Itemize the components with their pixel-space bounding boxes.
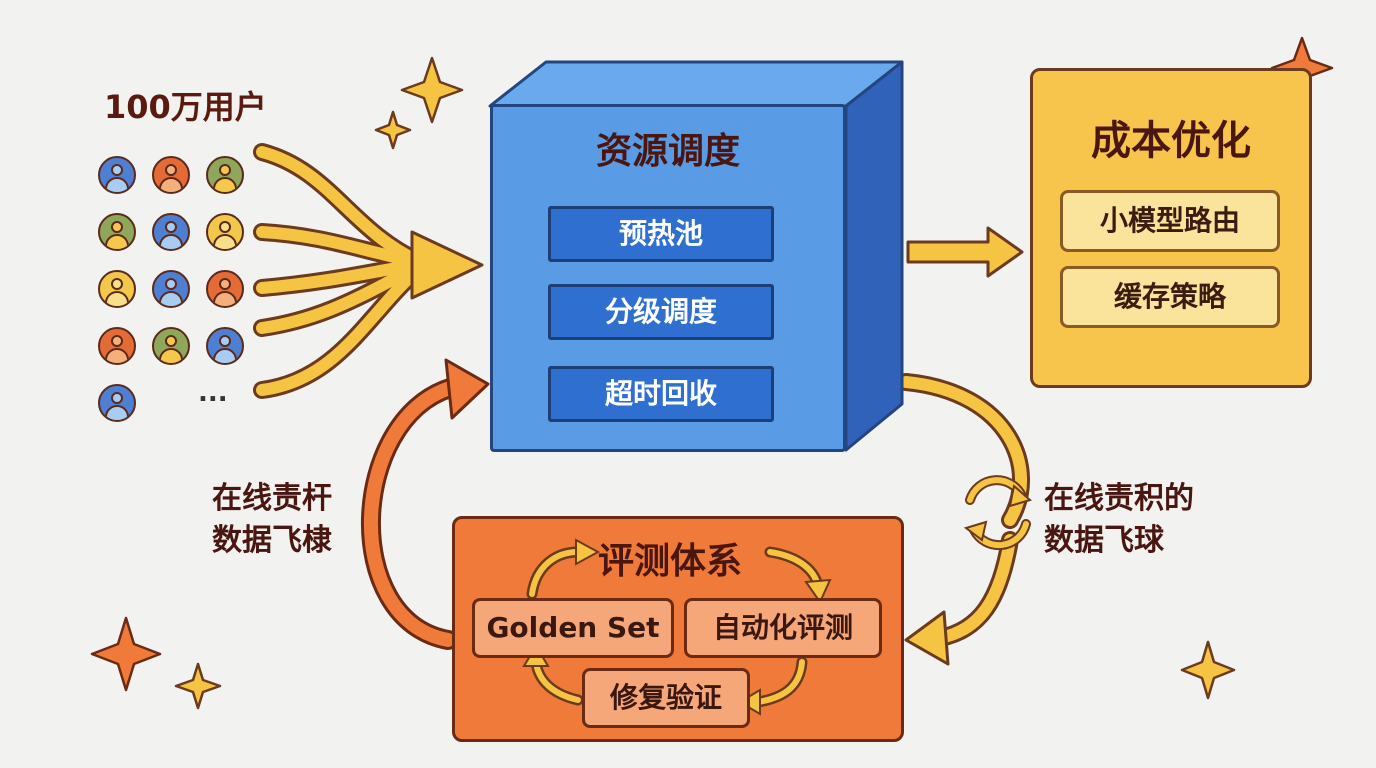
small-model-routing-item: 小模型路由 bbox=[1060, 190, 1280, 252]
user-avatar-icon bbox=[98, 384, 136, 422]
sparkle-icon bbox=[374, 110, 412, 150]
resource-to-cost-arrow bbox=[906, 226, 1024, 278]
user-avatar-icon bbox=[152, 327, 190, 365]
arrowhead-icon bbox=[904, 610, 950, 666]
arrowhead-icon bbox=[575, 538, 601, 566]
user-avatar-icon bbox=[206, 270, 244, 308]
arrowhead-icon bbox=[410, 230, 484, 300]
user-avatar-icon bbox=[152, 270, 190, 308]
user-avatar-icon bbox=[98, 327, 136, 365]
user-avatar-icon bbox=[152, 156, 190, 194]
timeout-reclaim-slab: 超时回收 bbox=[548, 366, 774, 422]
cube-top-face bbox=[488, 60, 904, 108]
right-loop-label: 在线责积的 数据飞球 bbox=[1044, 478, 1194, 562]
cost-title: 成本优化 bbox=[1091, 118, 1251, 164]
eval-to-resource-arrow bbox=[360, 378, 460, 650]
prewarm-pool-slab: 预热池 bbox=[548, 206, 774, 262]
tiered-scheduling-slab: 分级调度 bbox=[548, 284, 774, 340]
evaluation-title: 评测体系 bbox=[597, 541, 742, 582]
cache-strategy-item: 缓存策略 bbox=[1060, 266, 1280, 328]
sparkle-icon bbox=[174, 662, 222, 710]
arrowhead-icon bbox=[804, 578, 832, 605]
cube-side-face bbox=[844, 60, 904, 452]
left-loop-label: 在线责杆 数据飞棣 bbox=[212, 478, 332, 562]
users-title: 100万用户 bbox=[104, 88, 267, 126]
auto-eval-item: 自动化评测 bbox=[684, 598, 882, 658]
user-avatar-icon bbox=[98, 270, 136, 308]
user-avatar-icon bbox=[206, 327, 244, 365]
right-loop-label-line1: 在线责积的 bbox=[1044, 481, 1194, 516]
user-avatar-icon bbox=[206, 213, 244, 251]
golden-set-item: Golden Set bbox=[472, 598, 674, 658]
sparkle-icon bbox=[1180, 640, 1236, 700]
user-avatar-icon bbox=[152, 213, 190, 251]
more-users-ellipsis: ... bbox=[198, 378, 228, 408]
arrowhead-icon bbox=[738, 688, 761, 716]
user-avatar-icon bbox=[206, 156, 244, 194]
user-avatar-icon bbox=[98, 156, 136, 194]
left-loop-label-line2: 数据飞棣 bbox=[212, 523, 332, 558]
arrowhead-icon bbox=[444, 358, 490, 420]
left-loop-label-line1: 在线责杆 bbox=[212, 481, 332, 516]
right-loop-label-line2: 数据飞球 bbox=[1044, 523, 1164, 558]
fix-verify-item: 修复验证 bbox=[582, 668, 750, 728]
user-avatar-icon bbox=[98, 213, 136, 251]
sparkle-icon bbox=[400, 56, 464, 124]
resource-title: 资源调度 bbox=[595, 131, 740, 172]
sparkle-icon bbox=[90, 616, 162, 692]
